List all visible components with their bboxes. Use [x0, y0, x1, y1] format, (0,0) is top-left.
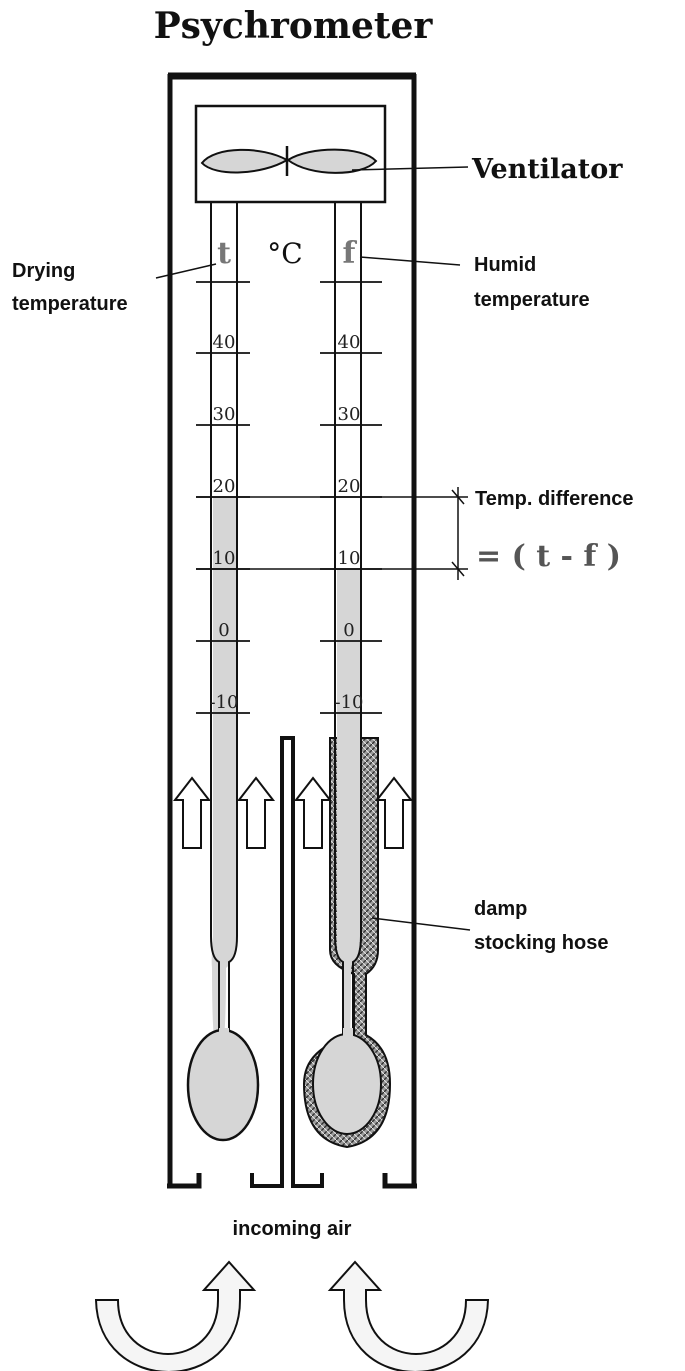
- wet-tick-label: 40: [338, 332, 361, 353]
- wet-tick-label: 0: [343, 620, 354, 641]
- central-divider: [250, 736, 324, 1188]
- temp-difference-label: Temp. difference: [475, 488, 634, 510]
- humid-label-line1: Humid: [474, 254, 536, 276]
- dry-tick-label: 30: [213, 404, 236, 425]
- wet-tick-label: 20: [338, 476, 361, 497]
- diagram-title: Psychrometer: [154, 5, 434, 47]
- up-arrow-icon: [293, 776, 333, 849]
- dry-tick-label: 20: [213, 476, 236, 497]
- wet-tick-label: -10: [335, 692, 364, 713]
- dry-tick-label: 40: [213, 332, 236, 353]
- drying-leader: [155, 263, 217, 279]
- drying-label-line2: temperature: [12, 293, 128, 315]
- humid-label-line2: temperature: [474, 289, 590, 311]
- housing: [167, 72, 417, 1189]
- fan-blade-right: [286, 148, 378, 174]
- temp-difference-formula: = ( t - f ): [476, 539, 621, 574]
- stocking-leader: [371, 917, 471, 931]
- dry-tick-label: 0: [218, 620, 229, 641]
- ventilator: [194, 104, 469, 204]
- wet-thermometer-bulb: [312, 1033, 382, 1135]
- damp-label-line2: stocking hose: [474, 932, 608, 954]
- up-arrow-icon: [236, 776, 276, 849]
- wet-thermometer: [302, 202, 471, 1149]
- drying-label-line1: Drying: [12, 260, 75, 282]
- incoming-air-label: incoming air: [233, 1218, 352, 1240]
- wet-tick-label: 30: [338, 404, 361, 425]
- curved-arrow-left: [94, 1260, 257, 1371]
- airflow-arrows: [172, 776, 414, 849]
- up-arrow-icon: [374, 776, 414, 849]
- dry-thermometer-fluid: [211, 497, 236, 1045]
- ventilator-label: Ventilator: [471, 154, 623, 185]
- up-arrow-icon: [172, 776, 212, 849]
- unit-label: °C: [267, 237, 302, 270]
- ventilator-leader: [351, 166, 469, 171]
- wet-symbol: f: [343, 236, 358, 271]
- wet-tick-label: 10: [338, 548, 361, 569]
- wet-thermometer-fluid: [336, 569, 360, 1045]
- dry-symbol: t: [217, 236, 231, 271]
- humid-leader: [359, 256, 461, 266]
- curved-arrow-right: [327, 1260, 490, 1371]
- dry-thermometer: [186, 202, 260, 1142]
- dry-tick-label: 10: [213, 548, 236, 569]
- dry-tick-label: -10: [210, 692, 239, 713]
- damp-label-line1: damp: [474, 898, 527, 920]
- temp-difference-indicator: [196, 487, 468, 580]
